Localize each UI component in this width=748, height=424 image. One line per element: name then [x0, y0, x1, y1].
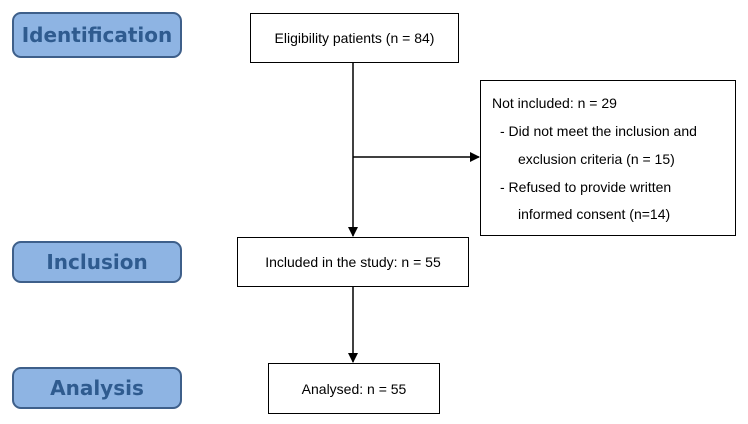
- analysed-text: Analysed: n = 55: [301, 380, 407, 397]
- included-box: Included in the study: n = 55: [237, 237, 469, 287]
- included-text: Included in the study: n = 55: [265, 254, 441, 270]
- stage-inclusion: Inclusion: [12, 241, 182, 283]
- not-included-reason-consent-count: informed consent (n=14): [518, 206, 671, 222]
- not-included-reason-criteria-count: exclusion criteria (n = 15): [518, 151, 675, 167]
- not-included-reason-criteria: - Did not meet the inclusion and: [500, 123, 697, 139]
- not-included-title: Not included: n = 29: [492, 95, 617, 111]
- not-included-box: Not included: n = 29 - Did not meet the …: [480, 80, 736, 236]
- stage-inclusion-label: Inclusion: [46, 250, 148, 274]
- stage-analysis-label: Analysis: [50, 376, 144, 400]
- analysed-box: Analysed: n = 55: [268, 363, 440, 414]
- stage-analysis: Analysis: [12, 367, 182, 409]
- not-included-reason-consent: - Refused to provide written: [500, 179, 672, 195]
- stage-identification: Identification: [12, 12, 182, 58]
- stage-identification-label: Identification: [21, 23, 173, 47]
- eligibility-box: Eligibility patients (n = 84): [250, 13, 459, 63]
- eligibility-text: Eligibility patients (n = 84): [274, 30, 435, 46]
